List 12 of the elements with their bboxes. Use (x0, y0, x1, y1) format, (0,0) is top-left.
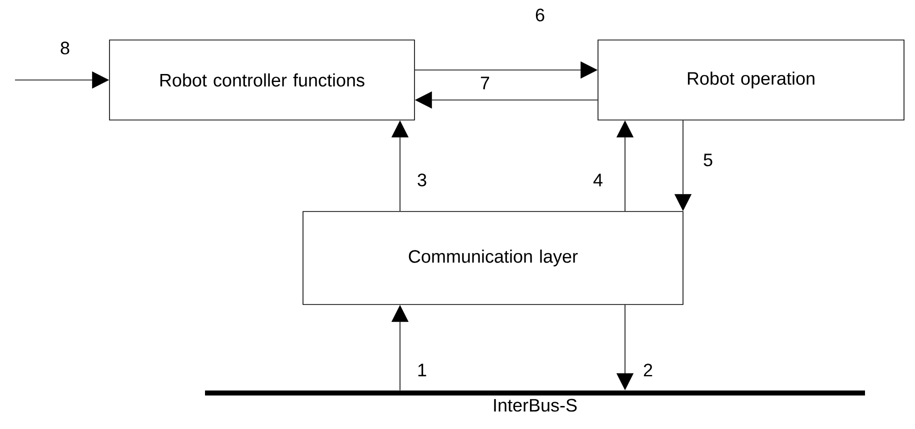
edge-label: 7 (479, 76, 491, 90)
process-box: Robot operation (598, 40, 904, 120)
edge-label: 2 (642, 362, 654, 378)
edge-label: 5 (702, 152, 714, 168)
edge-label: 6 (534, 8, 546, 22)
edge-label: 8 (59, 40, 71, 56)
bus-line: InterBus-S (205, 390, 865, 412)
process-box: Communication layer (302, 211, 684, 305)
edge-label: 1 (416, 362, 428, 378)
edge-label: 3 (416, 172, 428, 188)
edge-label: 4 (592, 172, 604, 188)
process-box: Robot controller functions (109, 40, 415, 120)
